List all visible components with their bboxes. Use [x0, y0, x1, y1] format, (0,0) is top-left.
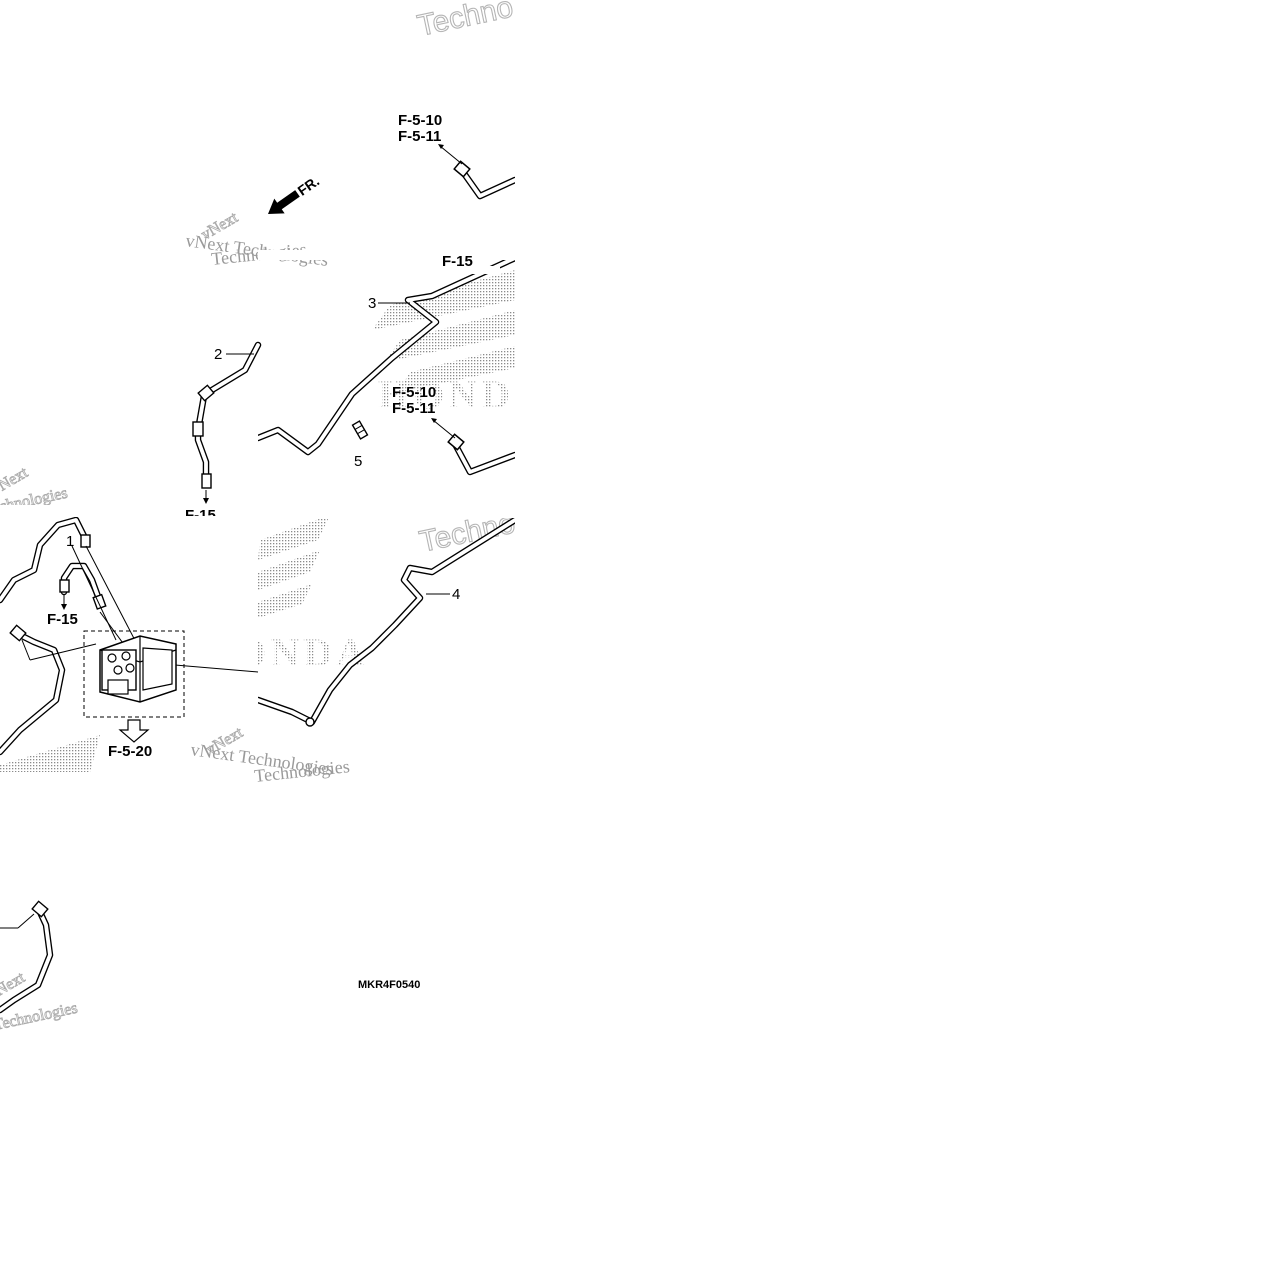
leader-abs-left2 — [21, 639, 31, 661]
leader-abs-left — [29, 643, 97, 661]
callout-3: 3 — [368, 295, 376, 312]
watermark-logo-lower: HONDA — [258, 515, 365, 675]
leader-1a — [71, 545, 117, 641]
ref-left-f15: F-15 — [47, 611, 78, 628]
arrowhead-left-f15 — [61, 604, 67, 610]
ref-middle-right-b: F-5-11 — [392, 400, 435, 417]
callout-1: 1 — [66, 533, 74, 550]
watermark-honda-middle: HONDA — [378, 372, 547, 417]
arrowhead-top-right — [438, 144, 444, 149]
ref-center-top: F-15 — [442, 253, 473, 270]
arrow-top-right — [439, 145, 463, 165]
callout-2: 2 — [214, 346, 222, 363]
watermark-logo-middle: HONDA — [372, 270, 547, 417]
pipe-bottom-left — [0, 900, 54, 1014]
arrowhead-middle-right — [431, 418, 437, 423]
ref-abs-unit: F-5-20 — [108, 743, 152, 760]
bleeder-valve — [351, 420, 369, 440]
arrow-middle-right — [432, 419, 456, 439]
pipe-4 — [258, 516, 515, 727]
watermark-logo-left — [0, 735, 100, 772]
pipe-top-right — [453, 160, 515, 200]
panel-cut-edges — [0, 250, 515, 518]
drawing-code: MKR4F0540 — [358, 979, 420, 991]
ref-top-right-b: F-5-11 — [398, 128, 441, 145]
pipe-2 — [192, 341, 262, 489]
ref-middle-right-a: F-5-10 — [392, 384, 436, 401]
front-direction-label: FR. — [295, 173, 323, 199]
front-direction-arrow-icon: FR. — [268, 173, 323, 214]
callout-4: 4 — [452, 586, 460, 603]
abs-section-arrow-icon — [118, 719, 150, 743]
callout-5: 5 — [354, 453, 362, 470]
leader-bottom-left2 — [17, 913, 35, 929]
arrowhead-pipe-2 — [203, 498, 209, 504]
leader-1b — [85, 545, 141, 651]
ref-top-right-a: F-5-10 — [398, 112, 442, 129]
leader-abs-right — [174, 664, 259, 673]
pipe-1-group — [0, 516, 107, 756]
watermark-techno-top: Techno — [415, 0, 516, 43]
pipe-3 — [258, 258, 515, 476]
abs-modulator-unit — [83, 630, 185, 718]
